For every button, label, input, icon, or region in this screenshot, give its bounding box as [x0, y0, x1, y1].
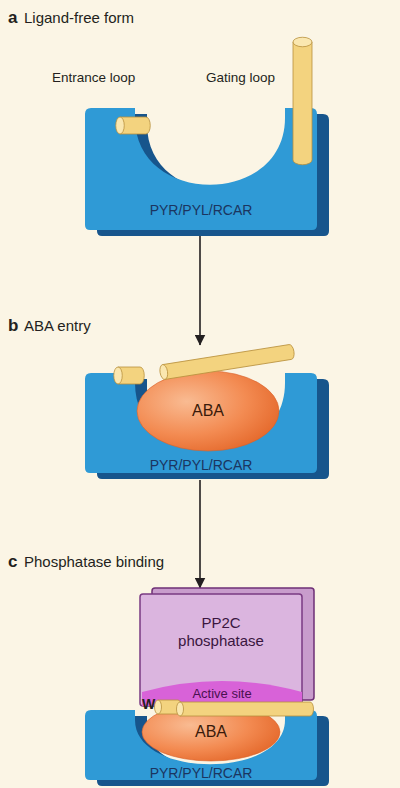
cylinder-cap — [116, 117, 125, 134]
loop-cylinder — [293, 37, 312, 165]
loop-cylinder — [116, 117, 151, 134]
panel-letter: c — [8, 552, 17, 572]
active-site-region — [142, 681, 302, 706]
node-text: PYR/PYL/RCAR — [85, 457, 317, 474]
node-text: ABA — [141, 722, 281, 741]
receptor-loops — [114, 344, 295, 384]
cylinder-cap — [114, 367, 123, 384]
cylinder-cap — [177, 702, 184, 716]
node-text: PYR/PYL/RCAR — [85, 202, 317, 219]
residue-label: W — [142, 696, 155, 713]
loop-cylinder — [177, 702, 314, 716]
aba-ligand: ABA — [141, 702, 281, 762]
active-site: Active site — [142, 674, 302, 706]
cylinder-body — [120, 117, 150, 134]
cylinder-body — [158, 700, 182, 714]
aba-ellipse — [142, 703, 280, 761]
loop-label: Gating loop — [206, 70, 275, 86]
receptor-protein: PYR/PYL/RCAR — [85, 40, 335, 236]
panel-title: Phosphatase binding — [24, 553, 164, 571]
loop-overlay — [85, 345, 335, 480]
gating-loop — [159, 344, 295, 380]
phosphatase-box: PP2C phosphataseActive site — [140, 588, 316, 708]
panel-title: Ligand-free form — [24, 9, 134, 27]
loop-label: Entrance loop — [52, 70, 135, 86]
cylinder-cap — [293, 37, 312, 47]
flow-arrow — [199, 480, 201, 588]
flow-arrow — [199, 236, 201, 345]
receptor-protein: PYR/PYL/RCAR ABA — [85, 345, 335, 480]
receptor-loops — [155, 700, 314, 716]
loop-overlay — [85, 704, 335, 788]
aba-ligand: ABA — [136, 370, 280, 452]
cylinder-body — [118, 367, 144, 384]
receptor-face — [85, 373, 317, 473]
phosphatase-face — [140, 594, 302, 706]
loop-cylinder — [159, 344, 295, 380]
aba-ellipse — [137, 371, 279, 451]
cylinder-body — [163, 344, 295, 379]
panel-title: ABA entry — [24, 317, 91, 335]
cylinder-cap — [159, 364, 169, 380]
loop-cylinder — [114, 367, 145, 384]
receptor-protein: PYR/PYL/RCAR ABA — [85, 704, 335, 788]
loop-cylinder — [155, 700, 182, 714]
node-text: Active site — [142, 686, 302, 702]
phosphatase-side — [152, 588, 314, 700]
cylinder-cap — [155, 700, 162, 714]
node-text: ABA — [136, 401, 280, 420]
panel-letter: a — [8, 8, 17, 28]
cylinder-body — [180, 702, 314, 716]
node-text: PYR/PYL/RCAR — [85, 765, 317, 782]
loop-overlay — [85, 40, 335, 236]
panel-letter: b — [8, 316, 18, 336]
receptor-loops — [116, 37, 312, 165]
cylinder-body — [293, 42, 312, 165]
receptor-face — [85, 108, 317, 230]
node-text: PP2C phosphatase — [161, 614, 281, 650]
